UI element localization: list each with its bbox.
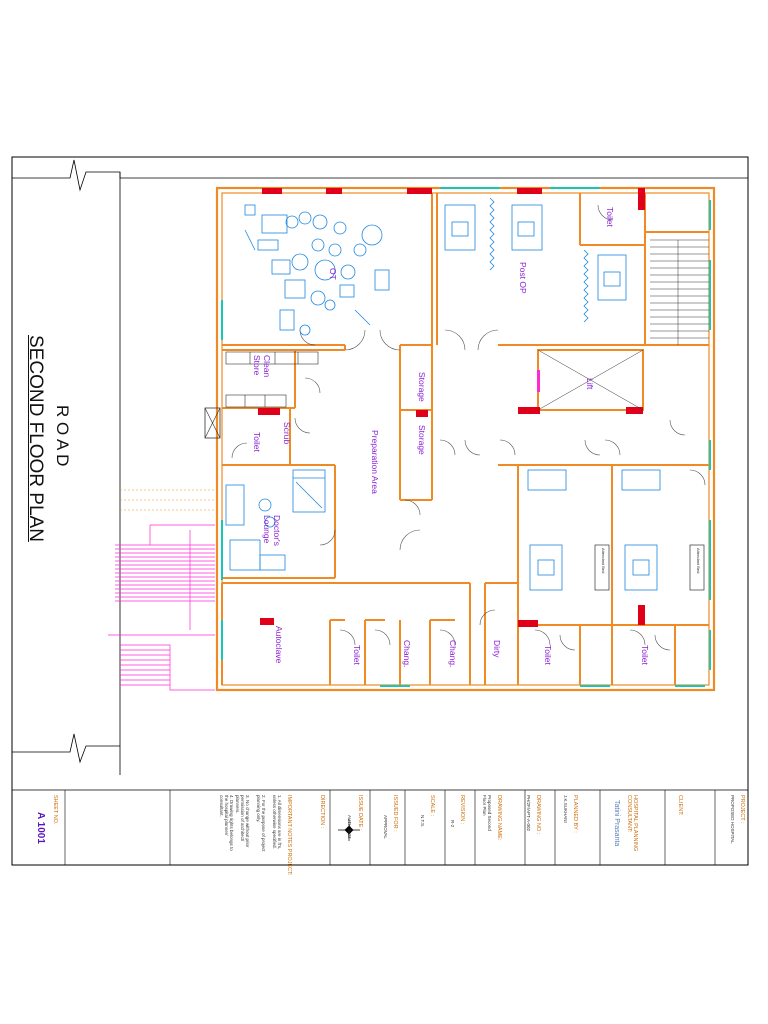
post-op-beds xyxy=(444,197,627,323)
room-dirty: Dirty xyxy=(492,640,502,658)
tb-issued-for-label: ISSUED FOR : xyxy=(392,795,398,832)
tb-note-3: 3. No change without prior permission of… xyxy=(235,795,250,848)
attendant-beds xyxy=(594,544,705,591)
tb-issued-for-value: APPROVAL xyxy=(383,815,388,839)
tb-note-1: 1. All dimensions are in ft's, unless ot… xyxy=(272,795,282,850)
ramp-hatch xyxy=(108,524,215,691)
title-block-grid xyxy=(64,790,716,865)
lift-shaft xyxy=(537,349,644,411)
tb-revision-value: R-2 xyxy=(450,820,455,828)
tb-issue-date-value: AUTH 2023 xyxy=(347,815,352,839)
tb-direction-label: DIRECTION : xyxy=(319,795,325,829)
room-preparation-area: Preparation Area xyxy=(370,430,380,494)
tb-issue-date-label: ISSUE DATE : xyxy=(357,795,363,831)
tb-sheet-no-label: SHEET NO. xyxy=(52,795,58,825)
room-toilet-top: Toilet xyxy=(605,207,615,227)
room-post-op: Post OP xyxy=(518,262,528,294)
setback-lines xyxy=(120,489,215,511)
sheet-title: SECOND FLOOR PLAN xyxy=(25,335,46,542)
tb-drawing-no-value: PH/2F/APT-A-002 xyxy=(526,795,531,832)
tb-drawing-name-value: Proposed Second Floor Plan xyxy=(482,795,492,831)
ward-beds xyxy=(527,469,661,591)
room-toilet-ward-2: Toilet xyxy=(640,645,650,665)
break-line-bottom xyxy=(12,733,120,764)
service-shaft xyxy=(204,407,221,439)
door-swings xyxy=(231,204,706,651)
tb-notes-label: IMPORTANT NOTES PROJECT: xyxy=(286,795,292,876)
room-ot: OT xyxy=(328,268,338,280)
north-arrow xyxy=(338,819,360,841)
tb-note-2: 2. For the purpose of project planning o… xyxy=(256,795,266,852)
tb-scale-label: SCALE : xyxy=(429,795,435,817)
tb-client-label: CLIENT: xyxy=(677,795,683,816)
tb-scale-value: N.T.S. xyxy=(420,815,425,828)
interior-walls xyxy=(221,193,709,685)
tb-consultant-label: HOSPITAL PLANNING CONSULTANT: xyxy=(626,795,638,852)
room-scrub: Scrub xyxy=(282,422,292,445)
windows xyxy=(221,187,711,687)
store-shelves xyxy=(225,351,319,408)
tb-drawing-name-label: DRAWING NAME: xyxy=(496,795,502,841)
room-doctors-lounge: Doctor's Lounge xyxy=(262,515,282,546)
room-toilet-bottom: Toilet xyxy=(352,645,362,665)
tb-project-label: PROJECT : xyxy=(739,795,745,824)
room-lift: Lift xyxy=(585,378,595,390)
room-chang-2: Chang. xyxy=(448,640,458,668)
room-storage-1: Storage xyxy=(417,372,427,402)
stair-treads xyxy=(650,239,709,345)
tb-revision-label: REVISION : xyxy=(459,795,465,825)
room-toilet-ward-1: Toilet xyxy=(543,645,553,665)
room-clean-store: Clean Store xyxy=(252,355,272,378)
ot-equipment xyxy=(244,204,390,336)
lounge-furniture xyxy=(225,484,286,571)
room-storage-2: Storage xyxy=(417,425,427,455)
attendant-bed-1-label: Attendant Bed xyxy=(601,548,606,574)
lift-door xyxy=(537,370,540,392)
room-autoclave: Autoclave xyxy=(274,626,284,664)
break-line-top xyxy=(12,159,748,192)
road-label: R O A D xyxy=(53,405,72,467)
scrub-sink xyxy=(292,469,326,513)
sheet-border xyxy=(11,156,749,866)
tb-planned-by-label: PLANNED BY : xyxy=(572,795,578,833)
attendant-bed-2-label: Attendant Bed xyxy=(696,548,701,574)
columns xyxy=(258,188,645,627)
tb-note-4: 4. Drawing rights belongs to the hospita… xyxy=(219,795,234,851)
tb-sheet-no-value: A 1001 xyxy=(35,812,46,844)
tb-planned-by-value: J.K.SUKHANI xyxy=(563,795,568,823)
tb-consultant-value: Tatini Prasanta xyxy=(613,800,620,847)
room-chang-1: Chang. xyxy=(402,640,412,668)
tb-drawing-no-label: DRAWING NO : xyxy=(535,795,541,835)
tb-project-value: PROPOSED HOSPITAL xyxy=(730,795,735,844)
room-toilet-scrub: Toilet xyxy=(252,432,262,452)
